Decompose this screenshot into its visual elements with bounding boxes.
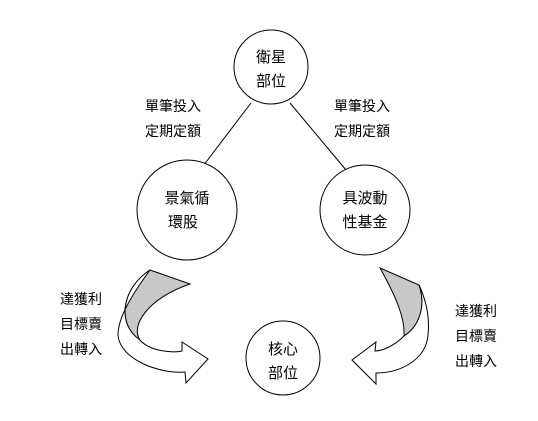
- flow-label-right-line3: 出轉入: [455, 354, 497, 370]
- flow-label-right: 達獲利 目標賣 出轉入: [455, 304, 497, 370]
- node-core-line2: 部位: [268, 364, 298, 382]
- node-volatile: 具波動 性基金: [319, 164, 411, 256]
- curved-arrow-right: [351, 266, 429, 386]
- node-satellite: 衛星 部位: [233, 29, 309, 105]
- edge-label-right: 單筆投入 定期定額: [334, 99, 390, 140]
- node-volatile-line2: 性基金: [342, 213, 387, 231]
- flow-label-left: 達獲利 目標賣 出轉入: [60, 292, 102, 358]
- edge-label-left-line2: 定期定額: [145, 124, 201, 140]
- connector-satellite-cyclical: [199, 102, 252, 171]
- connector-satellite-volatile: [289, 102, 347, 171]
- node-core: 核心 部位: [245, 320, 321, 396]
- edge-label-left: 單筆投入 定期定額: [145, 99, 201, 140]
- curved-arrow-left: [117, 269, 209, 385]
- edge-label-right-line2: 定期定額: [334, 124, 390, 140]
- node-satellite-line2: 部位: [256, 72, 286, 90]
- flow-label-left-line2: 目標賣: [60, 317, 102, 333]
- flow-label-left-line1: 達獲利: [60, 292, 102, 308]
- flow-label-left-line3: 出轉入: [60, 342, 102, 358]
- node-core-line1: 核心: [268, 340, 298, 358]
- edge-label-left-line1: 單筆投入: [145, 99, 201, 115]
- node-cyclical-line2: 環股: [168, 213, 198, 231]
- node-cyclical-line1: 景氣循: [164, 189, 209, 207]
- node-cyclical: 景氣循 環股: [136, 159, 238, 261]
- flow-label-right-line2: 目標賣: [455, 329, 497, 345]
- node-satellite-line1: 衛星: [256, 48, 286, 66]
- edge-label-right-line1: 單筆投入: [334, 99, 390, 115]
- node-volatile-line1: 具波動: [342, 189, 387, 207]
- flow-label-right-line1: 達獲利: [455, 304, 497, 320]
